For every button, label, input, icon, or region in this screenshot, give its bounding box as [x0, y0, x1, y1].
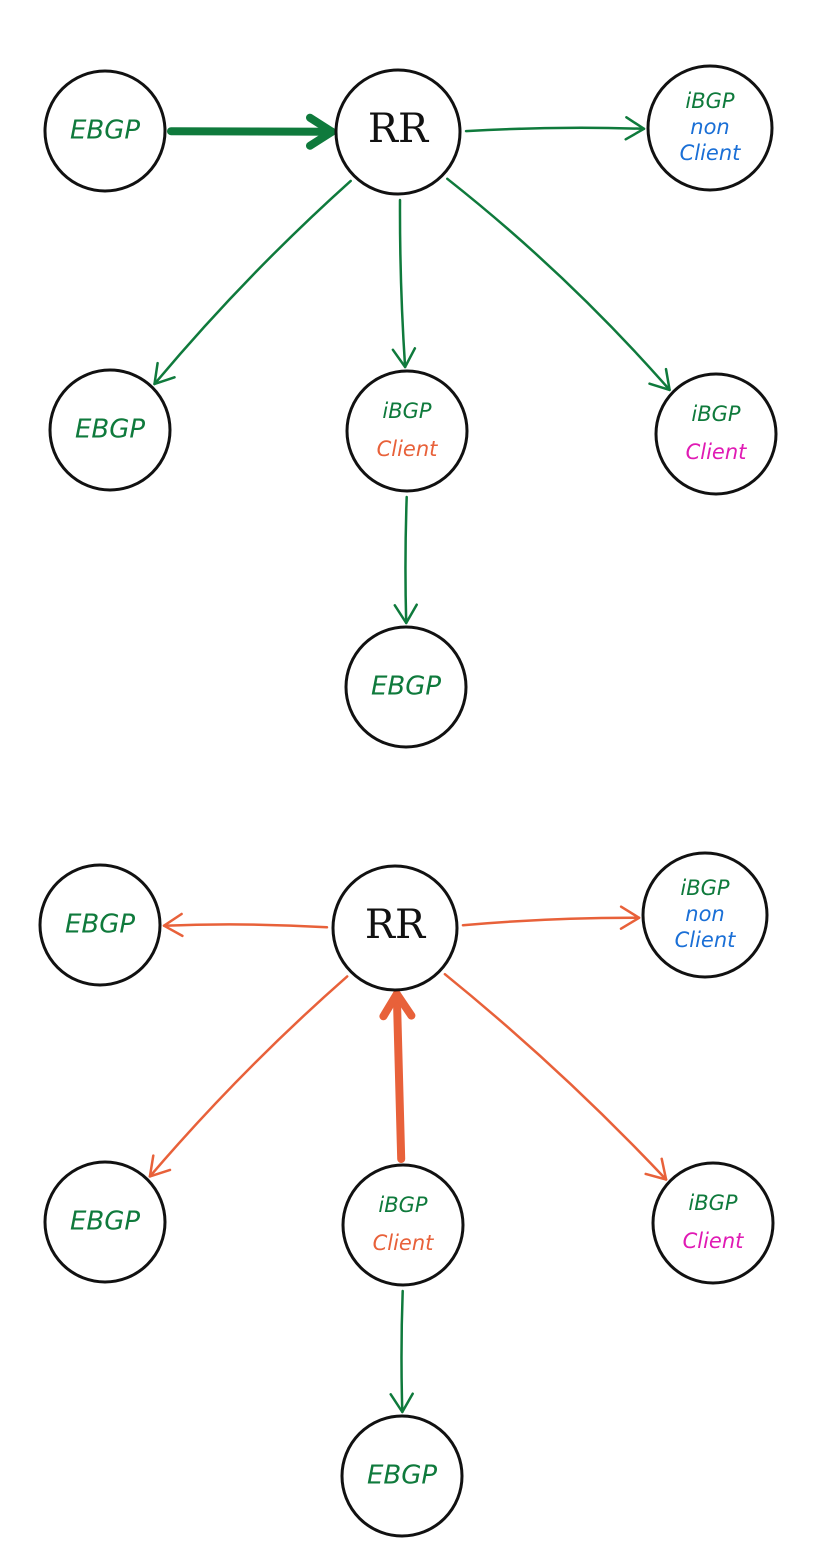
node-label: non [685, 902, 724, 926]
node-label: Client [377, 437, 439, 461]
node-ibgp_client_a: iBGP Client [341, 1163, 465, 1287]
node-circle [38, 863, 162, 987]
arrowhead-ibgp_client_a-to-rr [379, 990, 416, 1021]
node-circle [344, 625, 468, 749]
arrowhead-rr-to-ibgp_client_b [648, 367, 671, 392]
node-label: Client [675, 928, 737, 952]
arrowhead-rr-to-ebgp_left [148, 1154, 172, 1178]
arrowhead-rr-to-ibgp_non_client [624, 116, 646, 141]
edge-rr-to-ibgp_non_client [464, 126, 646, 133]
node-label: RR [368, 106, 430, 152]
node-ebgp_left: EBGP [48, 368, 172, 492]
node-rr: RR [334, 68, 462, 196]
node-ibgp_client_a: iBGP Client [345, 369, 469, 493]
edge-rr-to-ebgp_left [148, 975, 349, 1178]
node-circle [654, 372, 778, 496]
node-label: iBGP [691, 402, 741, 426]
node-circle [345, 369, 469, 493]
node-label: EBGP [70, 116, 140, 146]
edge-rr-to-ibgp_client_b [443, 972, 668, 1181]
edge-rr-to-ebgp_top_left [162, 923, 329, 929]
node-label: iBGP [382, 399, 432, 423]
node-label: EBGP [65, 910, 135, 940]
node-label: Client [683, 1229, 745, 1253]
node-circle [641, 851, 769, 979]
node-ebgp_source: EBGP [43, 69, 167, 193]
node-circle [43, 1160, 167, 1284]
node-ebgp_left: EBGP [43, 1160, 167, 1284]
node-circle [646, 64, 774, 192]
edge-ibgp_client_a-to-ebgp_bottom [400, 1289, 404, 1414]
node-circle [48, 368, 172, 492]
node-circle [43, 69, 167, 193]
node-label: iBGP [688, 1191, 738, 1215]
node-label: Client [680, 141, 742, 165]
arrowhead-ebgp_source-to-rr [306, 113, 336, 150]
edge-ibgp_client_a-to-ebgp_bottom [404, 495, 408, 625]
node-ebgp_top_left: EBGP [38, 863, 162, 987]
edge-rr-to-ibgp_client_b [446, 177, 671, 392]
node-ibgp_client_b: iBGP Client [651, 1161, 775, 1285]
arrowhead-rr-to-ebgp_top_left [162, 912, 184, 938]
edge-rr-to-ebgp_left [153, 179, 352, 386]
arrowhead-rr-to-ibgp_client_a [391, 347, 417, 369]
arrowhead-ibgp_client_a-to-ebgp_bottom [393, 603, 418, 625]
node-rr: RR [331, 864, 459, 992]
edge-rr-to-ibgp_client_a [398, 198, 407, 369]
arrowhead-rr-to-ibgp_client_b [644, 1157, 668, 1181]
node-label: Client [373, 1231, 435, 1255]
node-circle [331, 864, 459, 992]
node-ebgp_bottom: EBGP [344, 625, 468, 749]
node-circle [334, 68, 462, 196]
edges-layer [148, 113, 671, 1414]
node-label: iBGP [680, 876, 730, 900]
node-label: non [690, 115, 729, 139]
node-circle [651, 1161, 775, 1285]
edge-rr-to-ibgp_non_client [461, 916, 641, 927]
node-circle [341, 1163, 465, 1287]
node-ibgp_client_b: iBGP Client [654, 372, 778, 496]
node-label: RR [365, 902, 427, 948]
node-label: EBGP [70, 1207, 140, 1237]
node-label: iBGP [378, 1193, 428, 1217]
node-ebgp_bottom: EBGP [340, 1414, 464, 1538]
arrowhead-ibgp_client_a-to-ebgp_bottom [389, 1392, 414, 1414]
node-label: EBGP [75, 415, 145, 445]
node-label: Client [686, 440, 748, 464]
node-label: iBGP [685, 89, 735, 113]
edge-ebgp_source-to-rr [167, 127, 336, 136]
node-circle [340, 1414, 464, 1538]
node-label: EBGP [371, 672, 441, 702]
node-label: EBGP [367, 1461, 437, 1491]
arrowhead-rr-to-ebgp_left [153, 361, 176, 386]
edge-ibgp_client_a-to-rr [392, 990, 406, 1163]
arrowhead-rr-to-ibgp_non_client [619, 905, 641, 930]
